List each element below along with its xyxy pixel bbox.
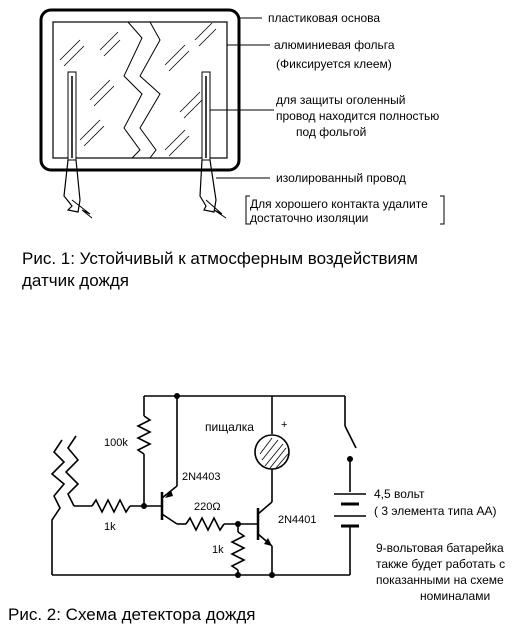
wire-right: [199, 71, 227, 219]
note-bracket-right: [440, 195, 445, 225]
sensor-board: [39, 8, 445, 225]
note-bracket-left: [245, 195, 250, 225]
label-contact-2: достаточно изоляции: [250, 211, 368, 225]
label-note-3: показанными на схеме: [376, 573, 504, 587]
foil-hatching: [59, 22, 217, 157]
resistor-220: [185, 516, 225, 532]
label-bare-1: для защиты оголенный: [276, 93, 406, 107]
resistor-1k-ground: [230, 531, 246, 571]
switch: [344, 396, 357, 492]
label-q2: 2N4401: [278, 514, 317, 526]
label-battery-2: ( 3 элемента типа АА): [374, 504, 497, 518]
label-buzzer: пищалка: [205, 420, 254, 434]
label-buzzer-plus: +: [281, 419, 287, 431]
label-bare-3: под фольгой: [296, 125, 366, 139]
figure2-caption: Рис. 2: Схема детектора дождя: [8, 605, 255, 624]
label-battery-1: 4,5 вольт: [374, 487, 425, 501]
wire-left: [63, 71, 93, 219]
label-note-4: номиналами: [420, 589, 490, 603]
transistor-q1: [160, 485, 178, 525]
label-plastic: пластиковая основа: [268, 11, 380, 25]
plastic-base: [39, 8, 241, 172]
foil-gap-right: [139, 21, 161, 159]
label-1k-b: 1k: [212, 544, 224, 556]
label-foil-note: (Фиксируется клеем): [276, 57, 392, 71]
label-note-1: 9-вольтовая батарейка: [376, 541, 504, 555]
foil-gap-left: [123, 21, 143, 159]
label-220: 220Ω: [194, 501, 221, 513]
sensor-zigzag-left: [50, 439, 66, 575]
figure1-caption-line2: датчик дождя: [22, 271, 129, 290]
label-foil: алюминиевая фольга: [274, 38, 395, 52]
label-bare-2: провод находится полностью: [276, 109, 439, 123]
node-q1-base: [141, 503, 147, 509]
circuit: [50, 393, 366, 578]
resistor-100k: [136, 415, 152, 455]
label-note-2: также будет работать с: [376, 557, 505, 571]
label-insulated: изолированный провод: [276, 171, 406, 185]
label-contact-1: Для хорошего контакта удалите: [250, 197, 428, 211]
label-q1: 2N4403: [182, 471, 221, 483]
label-1k-a: 1k: [104, 521, 116, 533]
label-100k: 100k: [104, 437, 128, 449]
figure1-caption-line1: Рис. 1: Устойчивый к атмосферным воздейс…: [22, 249, 418, 268]
battery: [334, 493, 366, 575]
sensor-zigzag-right: [64, 435, 80, 507]
transistor-q2: [256, 501, 273, 547]
buzzer: [254, 396, 290, 502]
resistor-1k-base: [91, 498, 131, 514]
foil-outline: [52, 21, 228, 159]
